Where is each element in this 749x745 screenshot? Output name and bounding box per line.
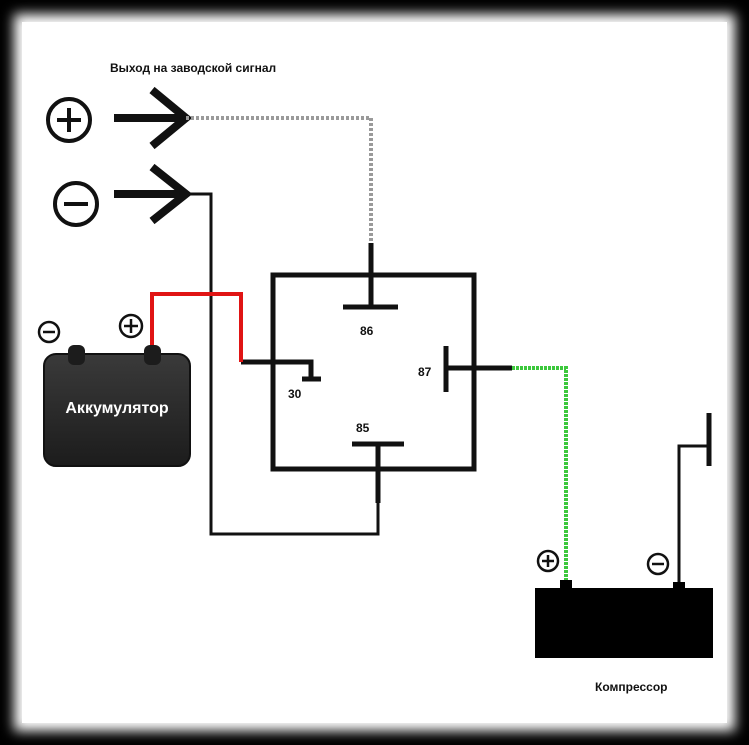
pin-86-label: 86: [360, 324, 374, 338]
pin-30-contact: [241, 359, 314, 379]
pin-85-label: 85: [356, 421, 370, 435]
pin-30-label: 30: [288, 387, 302, 401]
plus-circle-icon: [46, 97, 92, 143]
minus-circle-icon: [53, 181, 99, 227]
compressor-label: Компрессор: [595, 680, 667, 694]
compressor-plus-icon: [536, 549, 560, 573]
battery-positive-wire: [150, 292, 243, 362]
battery-label: Аккумулятор: [65, 400, 168, 417]
relay-box: [270, 272, 477, 472]
compressor-minus-icon: [646, 552, 670, 576]
compressor-minus-terminal: [673, 582, 685, 590]
battery-minus-icon: [37, 320, 61, 344]
battery-plus-icon: [118, 313, 144, 339]
compressor-negative-wire: [677, 444, 709, 589]
compressor: [535, 588, 713, 658]
pin-87-label: 87: [418, 365, 432, 379]
signal-wire-gray: [186, 116, 373, 243]
compressor-positive-wire: [512, 366, 568, 586]
ground-wire: [186, 192, 380, 536]
compressor-plus-terminal: [560, 580, 572, 590]
signal-output-title: Выход на заводской сигнал: [110, 61, 276, 75]
battery: [43, 345, 191, 467]
